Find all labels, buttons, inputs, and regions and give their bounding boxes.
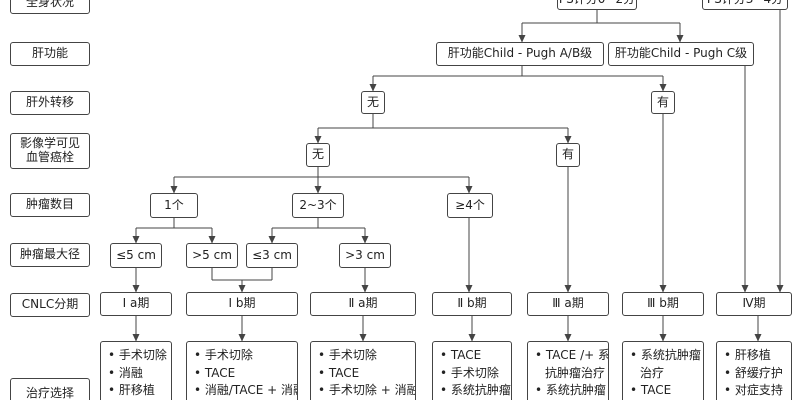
treatment-item: • 手术切除 bbox=[194, 348, 253, 362]
node-child-pugh-ab: 肝功能Child - Pugh A/B级 bbox=[436, 42, 604, 66]
stage-ia: Ⅰ a期 bbox=[100, 292, 172, 316]
label-vascular-line2: 血管癌栓 bbox=[25, 150, 74, 164]
node-number-1: 1个 bbox=[150, 193, 198, 218]
node-diameter-le3: ≤3 cm bbox=[246, 243, 298, 268]
treatment-item: • 系统抗肿瘤 bbox=[440, 383, 511, 397]
treatment-item: • 手术切除 bbox=[318, 348, 377, 362]
label-vascular-line1: 影像学可见 bbox=[19, 136, 80, 151]
label-general-status: 全身状况 bbox=[10, 0, 90, 14]
node-ps-0-2: PS评分0~2分 bbox=[557, 0, 637, 10]
treatment-item: • TACE bbox=[318, 365, 360, 380]
stage-iiia: Ⅲ a期 bbox=[527, 292, 609, 316]
node-child-pugh-c: 肝功能Child - Pugh C级 bbox=[608, 42, 754, 66]
stage-iib: Ⅱ b期 bbox=[432, 292, 512, 316]
node-diameter-gt5: >5 cm bbox=[186, 243, 238, 268]
treatment-item: • 舒缓疗护 bbox=[724, 365, 783, 380]
treatment-item: • 肝移植 bbox=[724, 348, 771, 362]
treatment-iiia: • TACE /+ 系统 抗肿瘤治疗 • 系统抗肿瘤 bbox=[527, 341, 609, 400]
treatment-item: • 消融/TACE + 消融 bbox=[194, 383, 298, 397]
treatment-item: • 手术切除 + 消融/ bbox=[318, 383, 416, 397]
treatment-item: • TACE bbox=[194, 365, 236, 380]
label-liver-function: 肝功能 bbox=[10, 42, 90, 66]
stage-iiib: Ⅲ b期 bbox=[622, 292, 704, 316]
treatment-ia: • 手术切除 • 消融 • 肝移植 bbox=[100, 341, 172, 400]
stage-iia: Ⅱ a期 bbox=[310, 292, 416, 316]
label-extrahepatic-spread: 肝外转移 bbox=[10, 91, 90, 115]
treatment-item: • 对症支持 bbox=[724, 383, 783, 397]
node-number-2-3: 2~3个 bbox=[292, 193, 344, 218]
label-tumor-diameter: 肿瘤最大径 bbox=[10, 243, 90, 267]
treatment-item: • 手术切除 bbox=[440, 365, 499, 380]
treatment-ib: • 手术切除 • TACE • 消融/TACE + 消融 bbox=[186, 341, 298, 400]
treatment-item: • TACE bbox=[630, 383, 672, 397]
treatment-item: • 手术切除 bbox=[108, 348, 167, 362]
treatment-item: • 系统抗肿瘤 bbox=[535, 383, 606, 397]
treatment-iib: • TACE • 手术切除 • 系统抗肿瘤 bbox=[432, 341, 512, 400]
stage-iv: Ⅳ期 bbox=[716, 292, 792, 316]
node-vascular-yes: 有 bbox=[556, 143, 580, 167]
label-vascular-invasion: 影像学可见 血管癌栓 bbox=[10, 133, 90, 169]
treatment-item: • 肝移植 bbox=[108, 383, 155, 397]
node-ps-3-4: PS评分3~4分 bbox=[702, 0, 788, 10]
node-spread-yes: 有 bbox=[651, 91, 675, 114]
treatment-item: 治疗 bbox=[640, 365, 665, 380]
treatment-item: 抗肿瘤治疗 bbox=[545, 365, 606, 380]
treatment-item: • TACE bbox=[440, 348, 482, 362]
treatment-iv: • 肝移植 • 舒缓疗护 • 对症支持 bbox=[716, 341, 792, 400]
treatment-item: • 消融 bbox=[108, 365, 143, 380]
node-vascular-no: 无 bbox=[306, 143, 330, 167]
node-spread-no: 无 bbox=[361, 91, 385, 114]
node-diameter-gt3: >3 cm bbox=[339, 243, 391, 268]
label-treatment: 治疗选择 bbox=[10, 378, 90, 400]
node-diameter-le5: ≤5 cm bbox=[110, 243, 162, 268]
treatment-item: • TACE /+ 系统 bbox=[535, 348, 609, 362]
label-extrahepatic-spread-text: 肝外转移 bbox=[25, 95, 74, 110]
treatment-item: • 系统抗肿瘤 bbox=[630, 348, 701, 362]
label-tumor-number: 肿瘤数目 bbox=[10, 193, 90, 217]
node-number-4-plus: ≥4个 bbox=[447, 193, 493, 218]
treatment-iiib: • 系统抗肿瘤 治疗 • TACE bbox=[622, 341, 704, 400]
label-cnlc-stage: CNLC分期 bbox=[10, 293, 90, 317]
treatment-iia: • 手术切除 • TACE • 手术切除 + 消融/ bbox=[310, 341, 416, 400]
stage-ib: Ⅰ b期 bbox=[186, 292, 298, 316]
